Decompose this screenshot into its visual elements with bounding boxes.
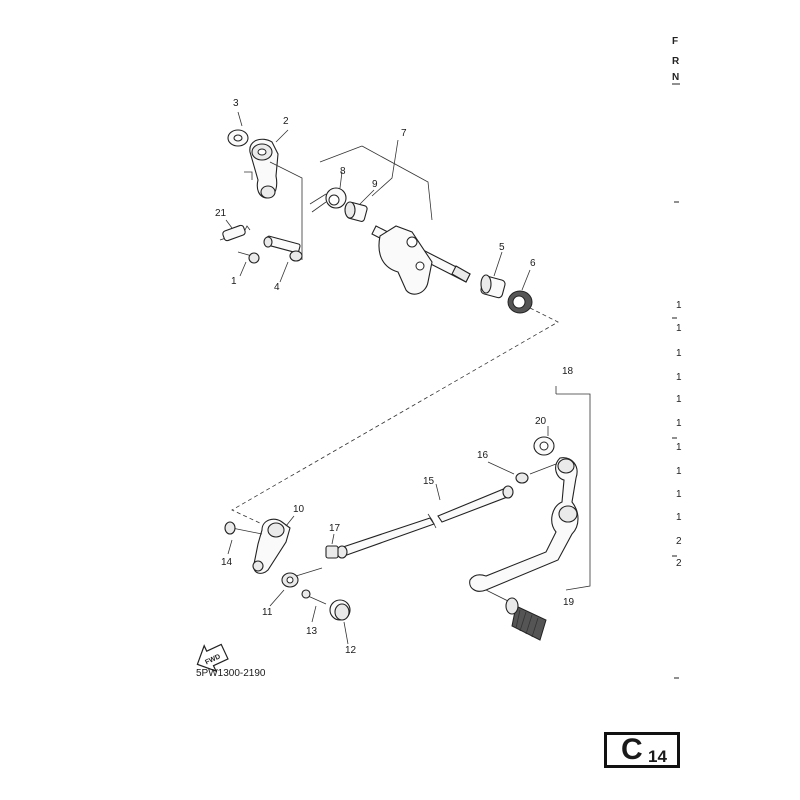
callout-9: 9 (372, 179, 378, 190)
assembly-line (231, 307, 559, 525)
leader-15 (435, 483, 441, 501)
part-19-shift-pedal (469, 457, 579, 603)
page-badge: C 14 (604, 732, 680, 768)
page-badge-letter: C (621, 733, 643, 766)
edge-fragment: 1 (676, 394, 682, 405)
part-20-collar (533, 436, 555, 456)
leader-17 (331, 533, 335, 545)
leader-11 (269, 589, 285, 607)
part-17-nut (325, 545, 339, 559)
callout-1: 1 (231, 276, 237, 287)
edge-letter-r: R (672, 56, 680, 67)
edge-fragment: 1 (676, 442, 682, 453)
page-edge-text: F R N 1 1 1 1 1 1 1 1 1 1 2 2 (672, 36, 682, 679)
edge-fragment: 2 (676, 558, 682, 569)
part-13-bolt (301, 589, 327, 605)
edge-fragment: 1 (676, 323, 682, 334)
callout-16: 16 (477, 450, 489, 461)
edge-fragment: 1 (676, 512, 682, 523)
callout-12: 12 (345, 645, 357, 656)
leader-13 (311, 605, 317, 623)
part-3-washer (227, 129, 249, 147)
callout-3: 3 (233, 98, 239, 109)
callout-8: 8 (340, 166, 346, 177)
callout-11: 11 (262, 607, 273, 618)
part-7-shift-shaft (371, 225, 471, 295)
callout-15: 15 (423, 476, 435, 487)
fwd-arrow-icon: FWD (196, 643, 229, 673)
page-badge-number: 14 (648, 747, 667, 766)
callout-7: 7 (401, 128, 407, 139)
part-9-collar (344, 201, 368, 222)
part-5-collar (480, 274, 506, 299)
edge-fragment: 2 (676, 536, 682, 547)
callout-17: 17 (329, 523, 341, 534)
edge-fragment: 1 (676, 372, 682, 383)
leader-12 (343, 621, 349, 645)
edge-letter-f: F (672, 36, 678, 47)
diagram-code: 5PW1300-2190 (196, 668, 266, 679)
callout-18: 18 (562, 366, 574, 377)
leader-lines-upper (225, 111, 531, 291)
part-2-shift-arm (244, 138, 279, 199)
callout-2: 2 (283, 116, 289, 127)
callout-20: 20 (535, 416, 547, 427)
edge-fragment: 1 (676, 418, 682, 429)
callout-13: 13 (306, 626, 318, 637)
part-16-bolt (515, 463, 557, 484)
callout-19: 19 (563, 597, 575, 608)
part-1-bolt (237, 251, 260, 264)
part-14-bolt (224, 521, 263, 535)
leader-18 (555, 386, 591, 591)
callout-21: 21 (215, 208, 227, 219)
part-10-lever (252, 518, 291, 574)
edge-fragment: 1 (676, 300, 682, 311)
part-21-spring (219, 224, 251, 242)
part-15-shift-rod (336, 485, 514, 559)
leader-16 (487, 461, 515, 475)
callout-numbers: 3 2 21 1 4 8 9 7 5 6 18 20 16 15 10 17 1… (215, 98, 575, 656)
callout-5: 5 (499, 242, 505, 253)
edge-fragment: 1 (676, 489, 682, 500)
callout-4: 4 (274, 282, 280, 293)
part-12-pivot (329, 599, 351, 621)
callout-14: 14 (221, 557, 233, 568)
part-4-pin (263, 235, 303, 262)
shift-pedal-rubber (505, 597, 547, 641)
leader-14 (227, 539, 233, 555)
edge-letter-n: N (672, 72, 679, 83)
callout-10: 10 (293, 504, 305, 515)
part-11-rod-end (281, 567, 323, 588)
leader-10 (285, 515, 295, 527)
edge-fragment: 1 (676, 466, 682, 477)
edge-fragment: 1 (676, 348, 682, 359)
callout-6: 6 (530, 258, 536, 269)
part-6-oil-seal (507, 290, 533, 314)
part-8-spring (309, 187, 347, 213)
